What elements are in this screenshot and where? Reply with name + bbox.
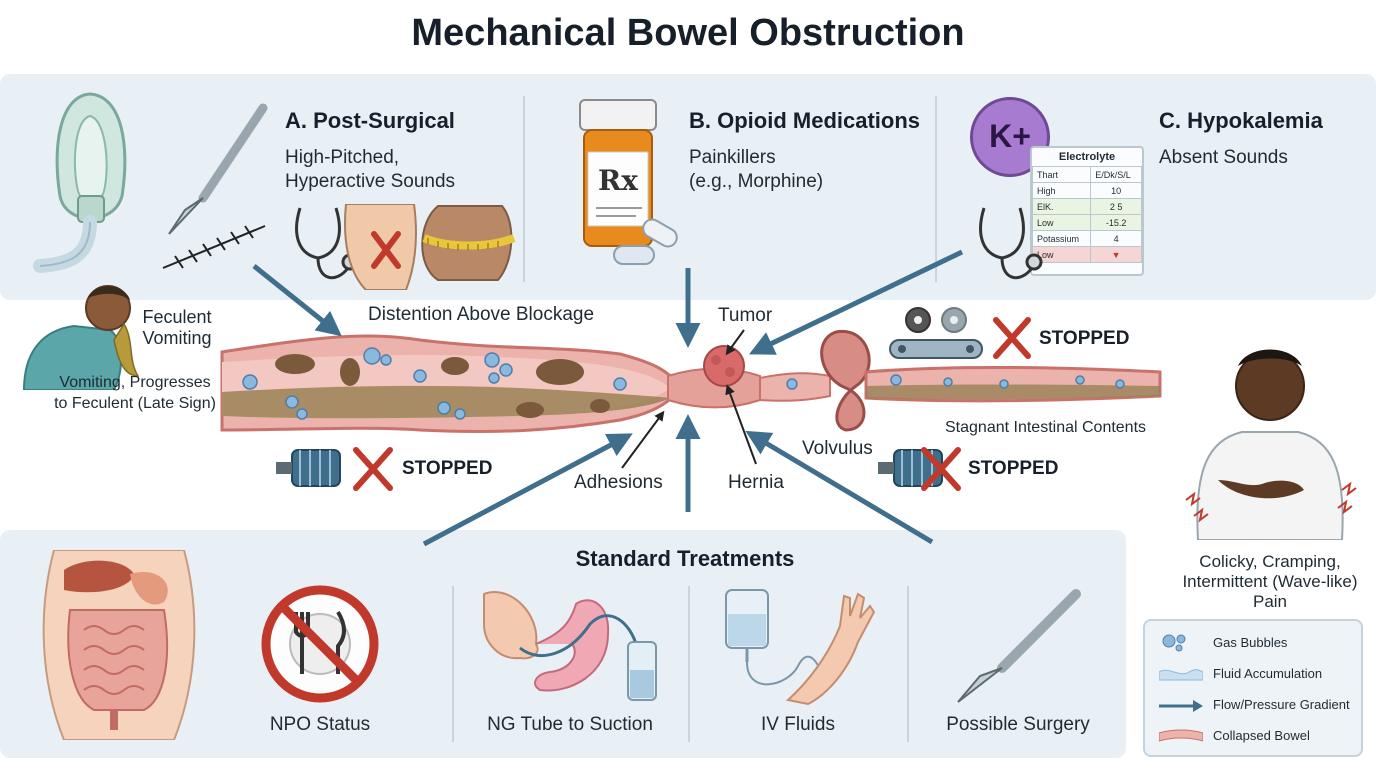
cause-a-text-1: High-Pitched, [285,147,400,168]
arrow-right-icon [1159,700,1203,712]
cell: ▼ [1090,246,1142,263]
motor-icon [276,449,341,487]
stool-mass [441,357,469,375]
vomiting-label-1: Feculent [142,307,212,327]
treatments-heading: Standard Treatments [575,546,795,571]
stop-cross-icon [353,447,393,491]
stool-mass [536,359,584,385]
stopped-label-right-bottom: STOPPED [968,458,1059,479]
label-stagnant: Stagnant Intestinal Contents [945,419,1147,436]
stool-mass [516,402,544,418]
electrolyte-row: Low▼ [1031,246,1142,263]
abdomen-icon [344,204,417,290]
legend-label: Collapsed Bowel [1213,728,1310,743]
vomiting-label-2: Vomiting [142,328,212,348]
cause-b-heading: B. Opioid Medications [689,108,921,133]
label-tumor: Tumor [718,305,773,326]
stethoscope-icon-2 [979,207,1043,280]
stopped-label-left: STOPPED [402,458,493,479]
cause-a-heading: A. Post-Surgical [285,108,455,133]
pain-label-3: Pain [1252,592,1288,611]
treatment-label-iv-fluids: IV Fluids [761,714,835,735]
scalpel-icon [162,103,268,269]
treatments-divider-3 [907,586,909,742]
label-hernia: Hernia [728,472,784,493]
flow-arrow [252,264,342,337]
volvulus-loop [820,330,871,432]
no-food-icon [261,585,379,703]
vomiting-desc-1: Vomiting, Progresses [59,374,211,391]
causes-divider-2 [935,96,937,282]
electrolyte-row: ElK.2 5 [1031,198,1142,215]
gas-bubbles [242,347,627,420]
page-title: Mechanical Bowel Obstruction [411,12,965,54]
label-adhesions: Adhesions [574,472,663,493]
stopped-label-right-top: STOPPED [1039,328,1130,349]
tumor-mass [703,345,745,387]
stool-mass [340,358,360,386]
abdomen-organs-icon [42,550,196,740]
distended-belly-icon [421,205,516,281]
treatments-divider-1 [452,586,454,742]
stool-mass [590,399,610,413]
cause-a-text-2: Hyperactive Sounds [285,171,456,192]
anesthesia-mask-icon [33,92,127,273]
potassium-symbol: K+ [989,118,1031,154]
conveyor-icon [889,339,983,359]
pain-label-1: Colicky, Cramping, [1199,552,1341,571]
cause-b-text-2: (e.g., Morphine) [689,171,824,192]
electrolyte-row: Low-15.2 [1031,214,1142,231]
legend-label: Fluid Accumulation [1213,666,1323,681]
gas-bubbles-icon [1162,634,1186,652]
causes-panel [0,74,1376,300]
treatment-label-npo: NPO Status [269,714,371,735]
gear-icon [905,307,967,333]
legend: Gas Bubbles Fluid Accumulation Flow/Pres… [1143,619,1363,757]
flow-arrow [748,249,964,355]
cause-b-text-1: Painkillers [689,147,776,168]
label-volvulus: Volvulus [802,438,873,459]
pain-label-2: Intermittent (Wave-like) [1182,572,1358,591]
stool-mass [275,354,315,374]
collapsed-bowel-icon [1159,729,1203,742]
flow-arrow [745,430,934,545]
pointer-hernia [725,384,757,465]
vomiting-person-icon [22,285,140,390]
pointer-tumor [725,329,745,356]
vomiting-desc-2: to Feculent (Late Sign) [54,395,216,412]
stop-cross-icon [993,317,1031,359]
legend-label: Flow/Pressure Gradient [1213,697,1350,712]
iv-fluids-icon [725,589,876,706]
label-distention: Distention Above Blockage [368,304,595,325]
causes-divider-1 [523,96,525,282]
abdominal-pain-person-icon [1185,349,1357,540]
rx-symbol: Rx [598,164,638,197]
electrolyte-title: Electrolyte [1058,151,1116,163]
treatment-label-ng-tube: NG Tube to Suction [487,714,653,735]
scalpel-icon-2 [957,589,1081,703]
flow-arrow [422,433,633,547]
cause-c-heading: C. Hypokalemia [1159,108,1323,133]
pointer-adhesions [621,410,665,469]
legend-label: Gas Bubbles [1213,635,1288,650]
cause-c-text-1: Absent Sounds [1159,147,1288,168]
treatment-label-surgery: Possible Surgery [946,714,1090,735]
fluid-icon [1159,669,1203,681]
treatments-divider-2 [688,586,690,742]
stop-cross-icon [921,447,961,491]
pill-bottle-icon [579,99,678,265]
ng-tube-icon [483,591,657,701]
